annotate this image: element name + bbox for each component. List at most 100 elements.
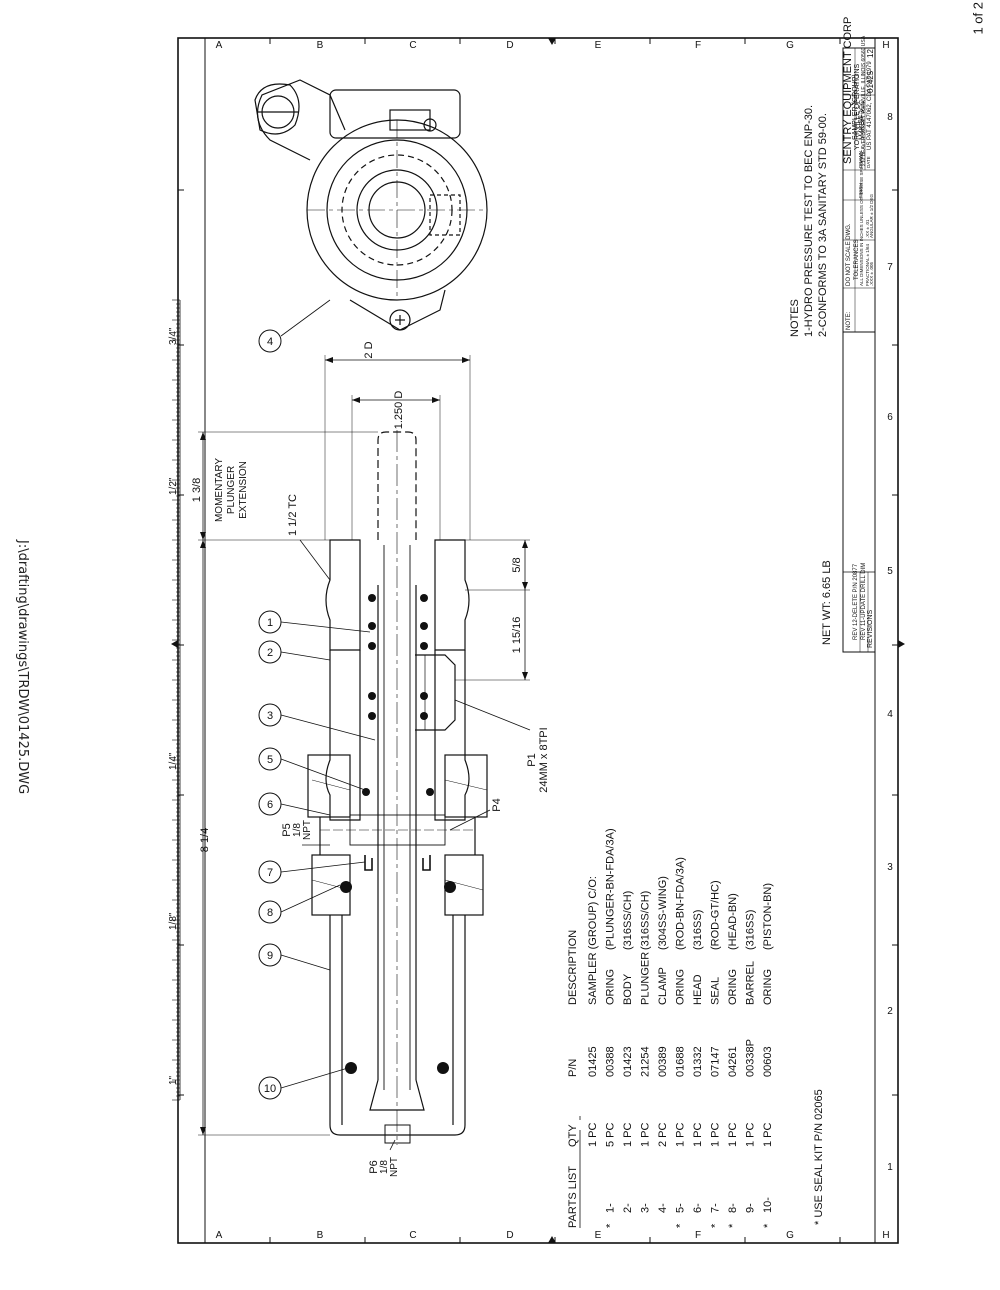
dim-1-15-16: 1 15/16: [511, 617, 523, 654]
parts-list-cell-mat: (316SS/CH): [622, 891, 634, 950]
parts-list-cell-star: *: [675, 1223, 687, 1228]
parts-list-cell-item: 5-: [675, 1203, 687, 1213]
parts-list-cell-desc: CLAMP: [657, 967, 669, 1005]
tb-finish: FINISH: [858, 183, 863, 198]
tb-drawn: DRAWN: [858, 151, 863, 168]
balloon-7-label: 7: [267, 867, 273, 879]
parts-list-cell-pn: 07147: [710, 1046, 722, 1077]
tb-scale: SCALE: [858, 115, 863, 130]
port-p5-type: NPT: [302, 820, 313, 840]
parts-list-cell-mat: (ROD-BN-FDA/3A): [675, 857, 687, 950]
item-balloons: 1 2 3 4 5 6 7: [258, 299, 376, 1100]
zone-letter-c-bottom: C: [409, 1230, 416, 1241]
arrowhead: [522, 582, 528, 590]
parts-list-cell-qty: 1 PC: [640, 1122, 652, 1147]
parts-list-cell-pn: 01688: [675, 1046, 687, 1077]
parts-list-cell-mat: (316SS): [745, 910, 757, 950]
parts-list-cell-desc: BODY: [622, 973, 634, 1005]
parts-list-cell-item: 6-: [692, 1203, 704, 1213]
zone-letter-c-top: C: [409, 40, 416, 51]
note-line-2: 2-CONFORMS TO 3A SANITARY STD 59-00.: [817, 113, 829, 337]
arrowhead: [522, 540, 528, 548]
parts-list-cell-star: *: [710, 1223, 722, 1228]
clamp-end-view: [254, 79, 488, 331]
balloon-10-label: 10: [264, 1083, 276, 1095]
balloon-9-label: 9: [267, 950, 273, 962]
zone-letter-e-top: E: [595, 40, 602, 51]
zone-letter-d-bottom: D: [506, 1230, 513, 1241]
parts-list-cell-pn: 00603: [762, 1046, 774, 1077]
zone-number-1: 1: [887, 1162, 893, 1173]
parts-list-cell-mat: (316SS/CH): [640, 891, 652, 950]
revision-12: REV 12-DELETE P/N 20877: [853, 563, 859, 640]
parts-list-cell-mat: (304SS-WING): [657, 876, 669, 950]
parts-list-cell-item: 7-: [710, 1203, 722, 1213]
zone-number-8: 8: [887, 112, 893, 123]
tb-tol-fractional: FRACTIONAL ± 1/64: [865, 243, 870, 286]
oring-mark: [420, 622, 428, 630]
oring-mark: [420, 692, 428, 700]
balloon-5-label: 5: [267, 754, 273, 766]
arrowhead: [200, 1127, 206, 1135]
parts-list-cell-mat: (HEAD-BN): [727, 893, 739, 950]
balloon-6-label: 6: [267, 799, 273, 811]
tb-title-2: M4KSA-3CC: [859, 100, 866, 140]
parts-list-cell-desc: ORING: [605, 969, 617, 1005]
tb-date: DATE: [866, 156, 871, 168]
zone-number-2: 2: [887, 1006, 893, 1017]
port-p6-size: 1/8: [379, 1160, 390, 1174]
oring-markers: [340, 594, 456, 1074]
balloon-2: 2: [258, 640, 331, 664]
parts-list-cell-item: 2-: [622, 1203, 634, 1213]
zone-letter-f-bottom: F: [695, 1230, 701, 1241]
port-p6-label: P6: [368, 1160, 380, 1173]
parts-list-cell-mat: (PISTON-BN): [762, 883, 774, 950]
extension-note-2: PLUNGER: [226, 466, 237, 514]
parts-list-cell-qty: 1 PC: [692, 1122, 704, 1147]
balloon-6: 6: [258, 792, 331, 816]
revision-11: REV 11-UPDATE DRILL DIM: [861, 563, 867, 640]
balloon-8: 8: [258, 884, 341, 924]
zone-letter-a-bottom: A: [216, 1230, 223, 1241]
parts-list-cell-pn: 04261: [727, 1046, 739, 1077]
tb-address: 210 BEAVER STREET YORKVILLE, ILLINOIS 60…: [861, 35, 867, 166]
tb-tol-xx: .XX ± .01: [865, 219, 870, 238]
arrowhead: [522, 672, 528, 680]
parts-list-cell-desc: SAMPLER (GROUP) C/O:: [587, 876, 599, 1005]
dim-overall-length: 8 1/4: [199, 828, 211, 852]
parts-list-cell-pn: 21254: [640, 1046, 652, 1077]
oring-mark: [345, 1062, 357, 1074]
port-p1-label: P1: [526, 753, 538, 766]
extension-note-1: MOMENTARY: [214, 458, 225, 522]
oring-mark: [444, 881, 456, 893]
zone-letter-d-top: D: [506, 40, 513, 51]
oring-mark: [426, 788, 434, 796]
parts-list-cell-item: 3-: [640, 1203, 652, 1213]
centering-marks: [171, 38, 905, 1243]
zone-letter-a-top: A: [216, 40, 223, 51]
zone-letter-b-top: B: [317, 40, 324, 51]
sampler-section-view: [307, 430, 488, 1145]
parts-list-cell-desc: ORING: [727, 969, 739, 1005]
oring-mark: [420, 594, 428, 602]
dim-extension: 1 3/8: [191, 478, 203, 502]
title-block: NOTE: DO NOT SCALE DWG. TOLERANCES ALL D…: [842, 17, 876, 653]
dimension-arrowheads: [200, 357, 528, 1135]
balloon-4-label: 4: [267, 336, 273, 348]
parts-list-cell-desc: SEAL: [710, 977, 722, 1005]
tb-tol-xxx: .XXX ± .005: [869, 262, 874, 286]
page-number: 1 of 2: [971, 2, 986, 35]
parts-list-cell-star: *: [762, 1223, 774, 1228]
balloon-2-label: 2: [267, 647, 273, 659]
parts-list-cell-item: 8-: [727, 1203, 739, 1213]
parts-list-cell-qty: 1 PC: [710, 1122, 722, 1147]
arrowhead: [462, 357, 470, 363]
balloon-1-label: 1: [267, 617, 273, 629]
tb-tol-angular: ANGULAR ± 1/2 DEG: [869, 194, 874, 238]
